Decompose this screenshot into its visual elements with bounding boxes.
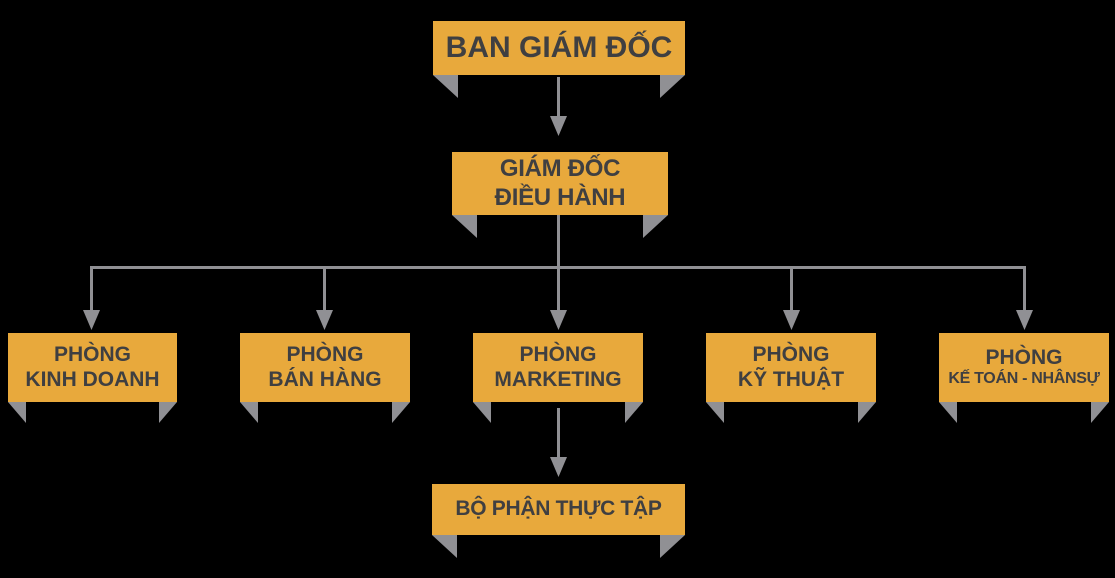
arrow-head-down-icon [550,457,567,477]
node-label: BỘ PHẬN THỰC TẬP [455,497,662,521]
edge-line-horizontal-rail [90,266,1026,269]
node-label: PHÒNG [752,342,830,366]
edge-line-drop-ke-toan [1023,268,1026,312]
edge-line-ban-giam-doc-to-giam-doc [557,77,560,117]
org-node-phong-ban-hang: PHÒNG BÁN HÀNG [240,333,410,423]
arrow-head-down-icon [83,310,100,330]
node-label: KINH DOANH [25,367,160,391]
ribbon-tail-right-icon [392,402,410,423]
ribbon-tail-left-icon [939,402,957,423]
arrow-head-down-icon [550,116,567,136]
ribbon-tail-right-icon [660,75,685,98]
org-node-ban-giam-doc: BAN GIÁM ĐỐC [433,21,685,98]
ribbon-tail-right-icon [625,402,643,423]
org-node-phong-ke-toan-nhan-su: PHÒNG KẾ TOÁN - NHÂNSỰ [939,333,1109,423]
org-node-phong-ky-thuat: PHÒNG KỸ THUẬT [706,333,876,423]
node-label: BAN GIÁM ĐỐC [445,31,673,65]
node-label: BÁN HÀNG [268,367,382,391]
ribbon-tail-left-icon [8,402,26,423]
edge-line-drop-kinh-doanh [90,268,93,312]
ribbon-tail-left-icon [452,215,477,238]
ribbon-tail-right-icon [858,402,876,423]
ribbon-tail-right-icon [159,402,177,423]
ribbon-tail-left-icon [432,535,457,558]
node-label: GIÁM ĐỐC [499,155,621,183]
node-label: MARKETING [494,367,622,391]
edge-line-drop-ky-thuat [790,268,793,312]
node-label: KẾ TOÁN - NHÂNSỰ [948,370,1100,388]
arrow-head-down-icon [550,310,567,330]
ribbon-tail-right-icon [660,535,685,558]
ribbon-tail-left-icon [473,402,491,423]
ribbon-tail-left-icon [433,75,458,98]
edge-line-drop-marketing [557,268,560,312]
node-label: PHÒNG [519,342,597,366]
arrow-head-down-icon [1016,310,1033,330]
edge-line-marketing-to-thuc-tap [557,408,560,458]
ribbon-tail-right-icon [1091,402,1109,423]
node-label: ĐIỀU HÀNH [494,183,626,211]
node-label: PHÒNG [286,342,364,366]
org-node-phong-marketing: PHÒNG MARKETING [473,333,643,423]
edge-line-drop-ban-hang [323,268,326,312]
org-node-phong-kinh-doanh: PHÒNG KINH DOANH [8,333,177,423]
ribbon-tail-left-icon [240,402,258,423]
org-node-giam-doc-dieu-hanh: GIÁM ĐỐC ĐIỀU HÀNH [452,152,668,238]
node-label: PHÒNG [53,342,131,366]
ribbon-tail-left-icon [706,402,724,423]
node-label: KỸ THUẬT [737,367,845,391]
node-label: PHÒNG [985,345,1063,369]
edge-line-trunk [557,215,560,268]
org-node-bo-phan-thuc-tap: BỘ PHẬN THỰC TẬP [432,484,685,558]
ribbon-tail-right-icon [643,215,668,238]
arrow-head-down-icon [783,310,800,330]
arrow-head-down-icon [316,310,333,330]
